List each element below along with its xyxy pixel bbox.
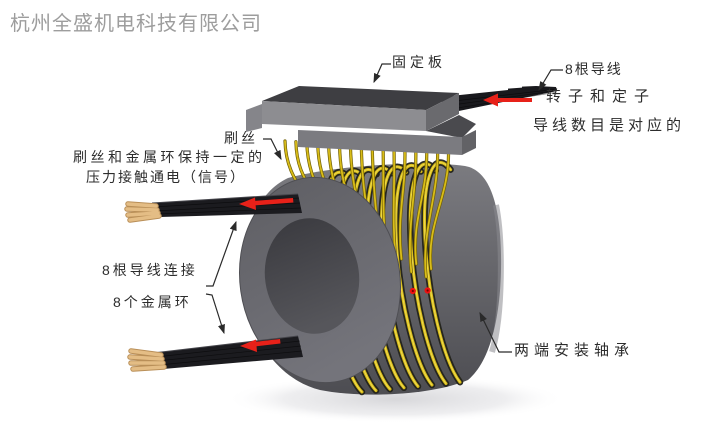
label-brush-note-line2: 压力接触通电（信号） bbox=[86, 169, 246, 185]
drum-right-highlight bbox=[489, 204, 504, 353]
leader-lines bbox=[205, 63, 563, 353]
red-arrow-top bbox=[483, 93, 532, 107]
wire-tips-upper bbox=[124, 201, 162, 223]
label-wire-count-note: 导线数目是对应的 bbox=[533, 117, 686, 134]
red-arrow-middle bbox=[239, 197, 294, 210]
label-eight-wires: 8根导线 bbox=[565, 61, 623, 77]
leader-fixed-plate bbox=[373, 63, 391, 84]
leader-metal-rings bbox=[205, 293, 225, 335]
drum-bore bbox=[264, 218, 360, 334]
leader-wires-connect bbox=[206, 220, 237, 287]
leader-brush-wire bbox=[263, 138, 282, 161]
label-brush-wire: 刷丝 bbox=[224, 130, 258, 146]
leader-eight-wires bbox=[538, 69, 563, 92]
drum-front-face bbox=[238, 176, 402, 384]
red-arrow-bottom bbox=[240, 339, 281, 352]
label-brush-note-line1: 刷丝和金属环保持一定的 bbox=[73, 149, 266, 165]
drum-shadow bbox=[225, 375, 565, 423]
company-name: 杭州全盛机电科技有限公司 bbox=[10, 13, 262, 35]
label-eight-metal-rings: 8个金属环 bbox=[113, 294, 192, 310]
label-rotor-stator: 转子和定子 bbox=[546, 88, 657, 105]
label-fixed-plate: 固定板 bbox=[392, 54, 446, 70]
wire-tips-lower bbox=[127, 348, 167, 372]
label-bearings: 两端安装轴承 bbox=[514, 342, 635, 359]
rotation-arrows bbox=[239, 93, 532, 352]
leader-bearings bbox=[479, 311, 512, 353]
label-eight-wires-connect: 8根导线连接 bbox=[102, 262, 198, 278]
stator-wire-bundle-upper bbox=[151, 193, 302, 217]
fixed-plate-shape bbox=[246, 86, 476, 155]
